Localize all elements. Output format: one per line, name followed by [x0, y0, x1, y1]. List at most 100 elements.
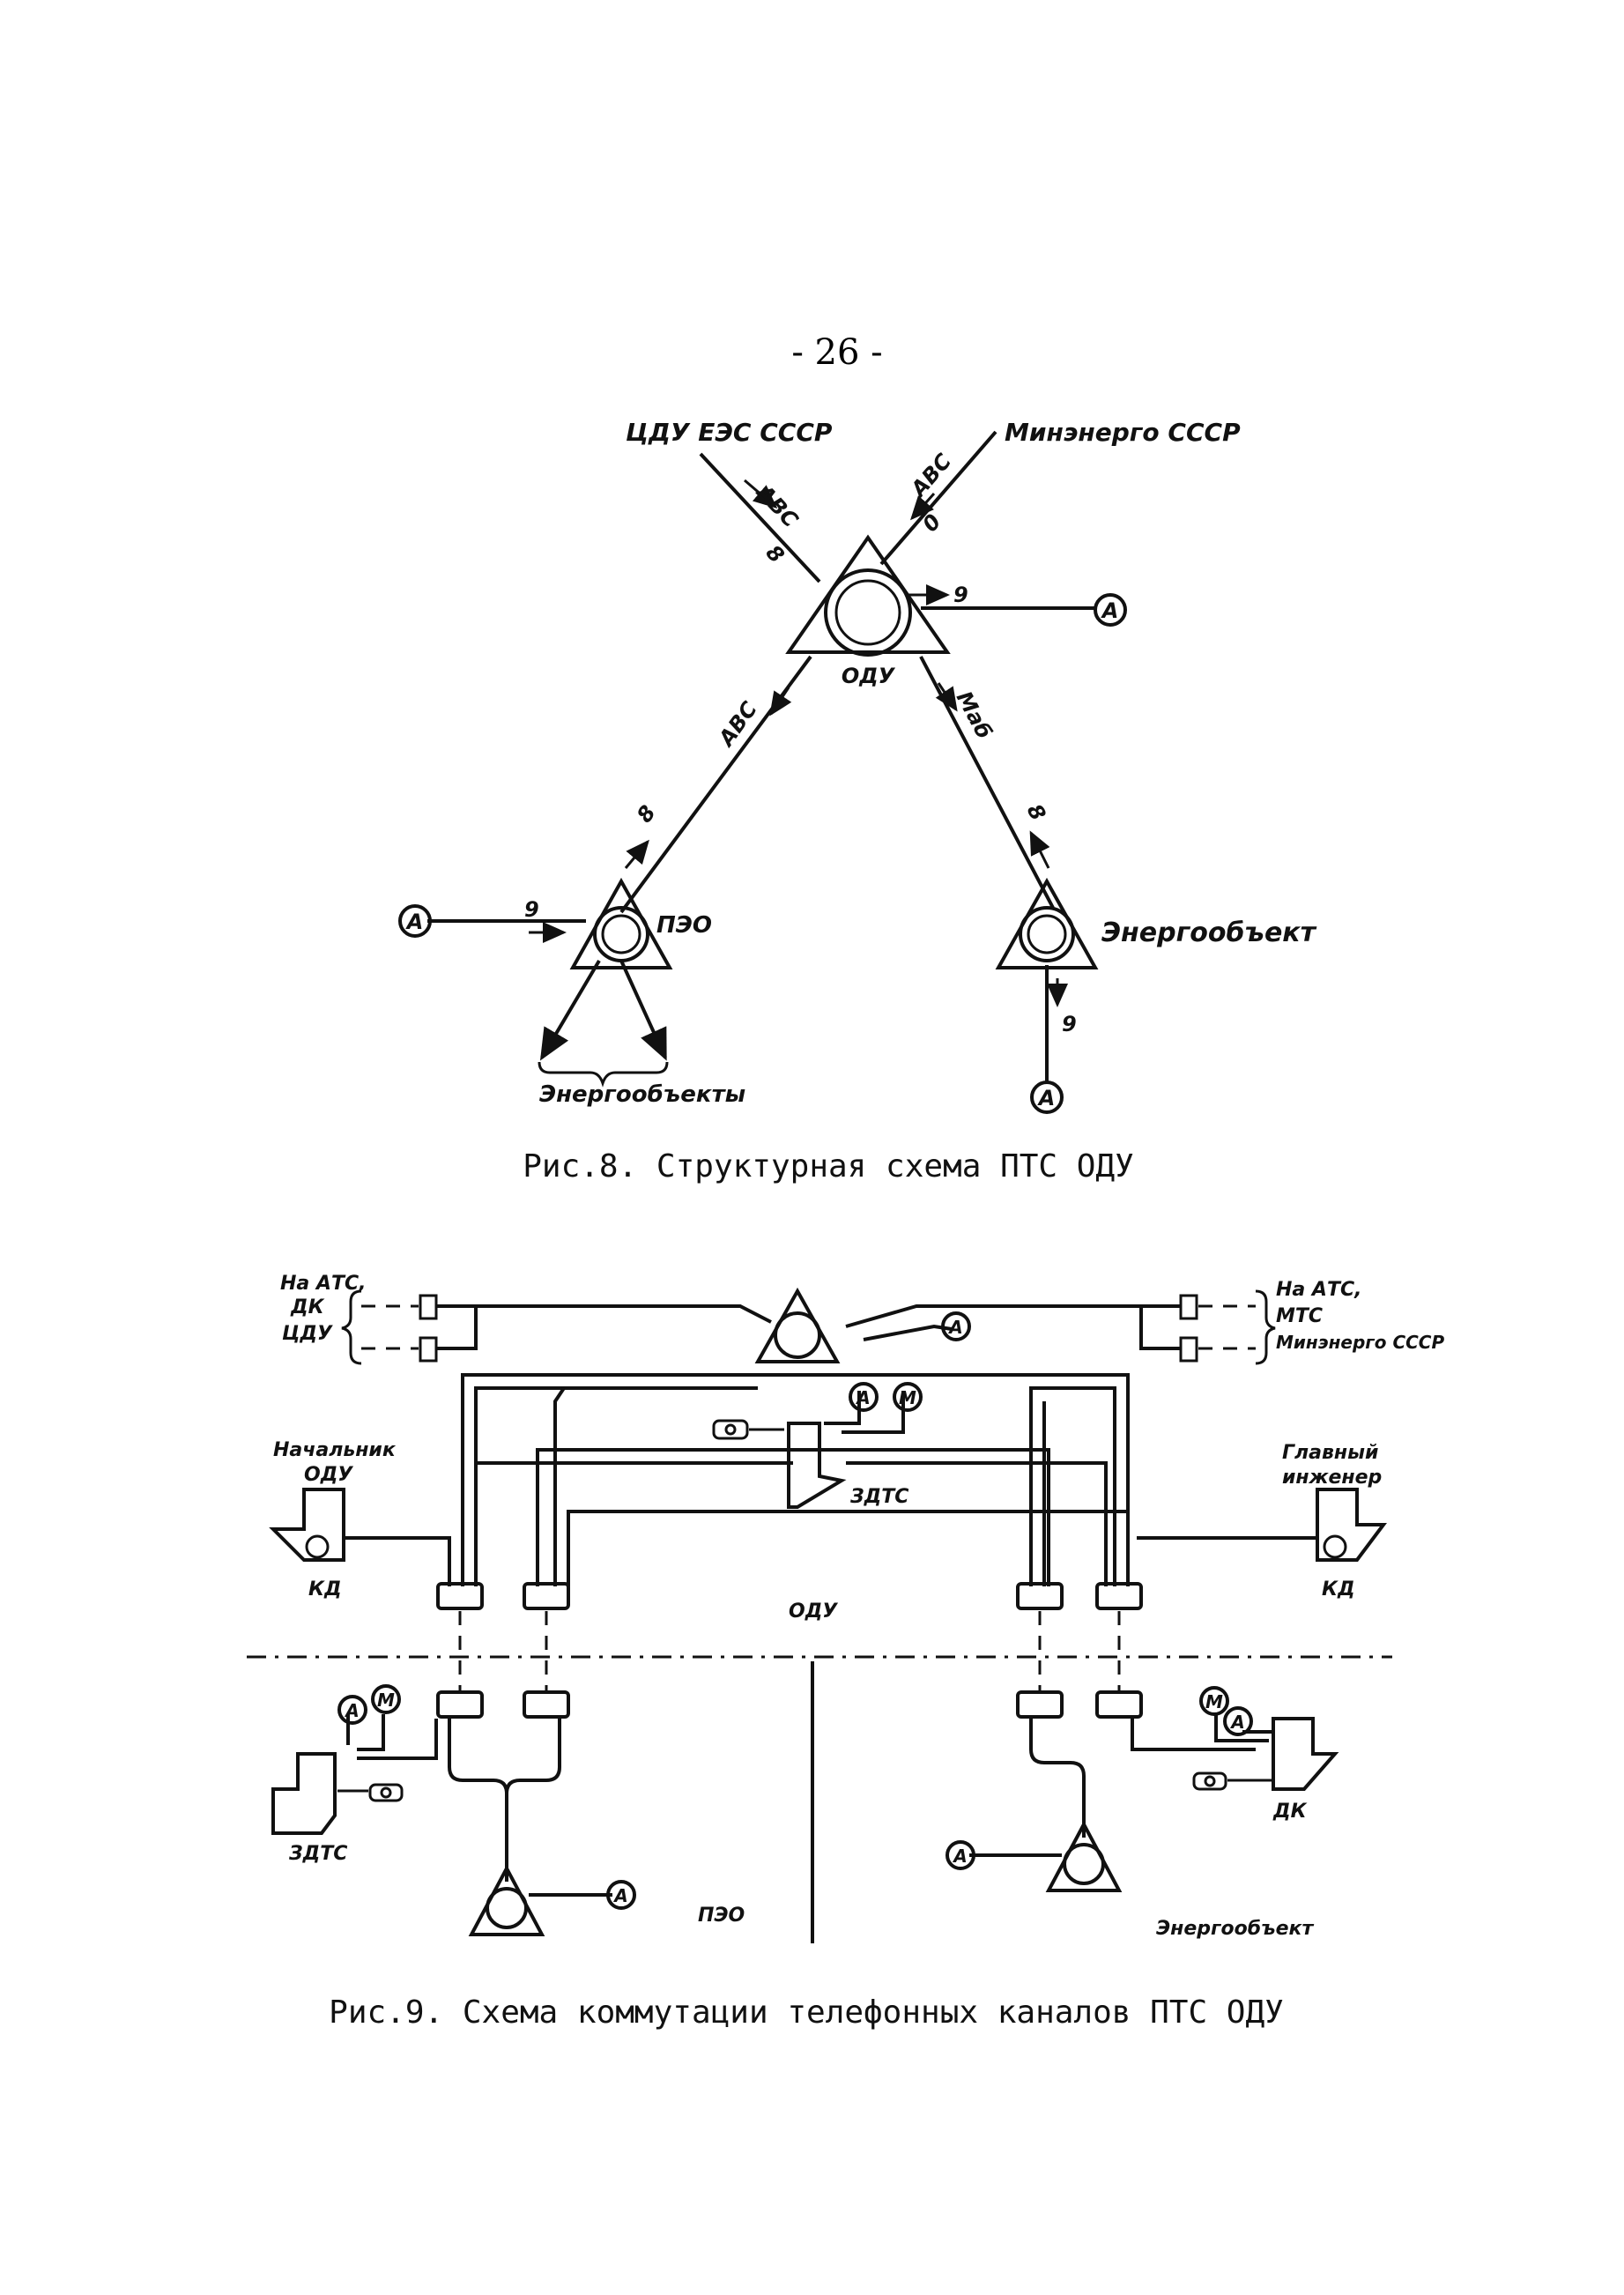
energo-inner-circle	[1027, 914, 1067, 954]
svg-text:А: А	[947, 1317, 962, 1338]
svg-text:А: А	[855, 1387, 870, 1408]
connector	[436, 1690, 484, 1719]
svg-text:А: А	[344, 1700, 359, 1721]
label-engineer-2: инженер	[1282, 1467, 1382, 1489]
label-9-energo: 9	[1062, 1012, 1077, 1036]
connector	[1095, 1582, 1143, 1610]
kd-left-line	[344, 1536, 451, 1586]
odu-triangle	[754, 1287, 841, 1363]
connector	[1016, 1582, 1064, 1610]
label-9-odu: 9	[953, 583, 968, 607]
peo-inner-circle	[601, 914, 641, 954]
brace-left	[341, 1289, 362, 1365]
label-chief-2: ОДУ	[304, 1464, 353, 1486]
a-circle: А	[606, 1880, 636, 1910]
connector	[1016, 1690, 1064, 1719]
label-dk: ДК	[1272, 1801, 1308, 1823]
kd-right-console	[1316, 1488, 1387, 1562]
trunk-odu	[567, 1510, 1130, 1586]
label-9-peo: 9	[524, 897, 539, 922]
m-circle: М	[1199, 1686, 1229, 1716]
a-circle: А	[941, 1311, 971, 1341]
label-cdu: ЦДУ ЕЭС СССР	[626, 418, 833, 447]
arrow-mark	[769, 687, 792, 717]
trunk-zdts	[536, 1448, 1050, 1586]
label-8-peo: 8	[632, 801, 660, 828]
link-energo-2	[619, 960, 667, 1061]
zdts-b-m	[357, 1714, 385, 1751]
energo-trunk	[1029, 1719, 1086, 1838]
svg-text:А: А	[1101, 598, 1119, 623]
zdts-m-line	[842, 1391, 905, 1434]
label-energo: Энергообъект	[1156, 1918, 1314, 1940]
dk-trunk	[1131, 1719, 1256, 1751]
connector	[436, 1582, 484, 1610]
zdts-b-trunk	[357, 1719, 438, 1760]
label-ats-left-1: На АТС,	[280, 1273, 366, 1295]
m-circle: М	[371, 1684, 401, 1714]
trunk-outer-2	[474, 1386, 758, 1586]
energo-circle	[1063, 1843, 1105, 1885]
connector	[523, 1582, 570, 1610]
trunk-outer	[461, 1373, 1130, 1586]
label-abc-peo: АВС	[713, 697, 762, 752]
bus-top-left	[436, 1304, 772, 1324]
jack	[1179, 1294, 1198, 1320]
trunk-zdts-right	[846, 1461, 1108, 1586]
a-circle: А	[1094, 593, 1127, 627]
a-circle: А	[398, 904, 432, 938]
brace-energo	[538, 1061, 669, 1088]
label-0: 0	[917, 509, 945, 537]
zdts-bottom-console	[271, 1752, 337, 1835]
svg-text:М: М	[1205, 1691, 1223, 1712]
figure-9: А А М А М А	[247, 1273, 1444, 2031]
peo-trunk-2	[505, 1719, 561, 1794]
dial-icon	[305, 1534, 330, 1559]
svg-text:М: М	[377, 1690, 395, 1711]
jack	[419, 1294, 438, 1320]
label-ats-right-1: На АТС,	[1276, 1279, 1361, 1301]
connector	[523, 1690, 570, 1719]
kd-left-console	[269, 1488, 345, 1562]
energo-outer-circle	[1019, 906, 1075, 962]
link-energo	[919, 656, 1055, 909]
svg-text:А: А	[405, 910, 424, 934]
label-peo: ПЭО	[698, 1905, 745, 1927]
jack	[1179, 1336, 1198, 1363]
svg-text:А: А	[612, 1885, 627, 1906]
a-circle: А	[849, 1382, 879, 1412]
svg-text:М: М	[899, 1387, 916, 1408]
label-ats-left-3: ЦДУ	[282, 1323, 333, 1345]
label-mab: Маб	[952, 687, 997, 743]
link-energo-1	[539, 959, 601, 1061]
label-zdts-top: ЗДТС	[849, 1486, 908, 1508]
label-zdts-bottom: ЗДТС	[288, 1843, 347, 1865]
label-chief: Начальник	[273, 1439, 397, 1461]
zdts-top-console	[787, 1422, 847, 1509]
svg-text:А: А	[952, 1846, 967, 1867]
peo-circle	[486, 1887, 528, 1929]
label-engineer: Главный	[1282, 1442, 1378, 1464]
label-abc-top-left: АВС	[751, 479, 803, 533]
peo-triangle	[569, 877, 673, 969]
label-kd-right: КД	[1322, 1578, 1355, 1601]
bus-top-right-2	[1139, 1306, 1181, 1350]
label-kd-left: КД	[308, 1578, 342, 1601]
caption-fig9: Рис.9. Схема коммутации телефонных канал…	[329, 1994, 1284, 2031]
trunk-zdts-left	[474, 1461, 793, 1586]
a-circle: А	[1223, 1706, 1253, 1736]
label-ats-right-3: Минэнерго СССР	[1276, 1332, 1444, 1353]
a-circle: А	[945, 1840, 975, 1870]
peo-trunk	[448, 1719, 508, 1882]
a-circle: А	[337, 1695, 367, 1725]
bus-top-left-2	[436, 1306, 478, 1350]
page-number: - 26 -	[791, 332, 882, 373]
label-odu: ОДУ	[789, 1601, 838, 1623]
odu-circle	[774, 1311, 821, 1359]
telephone-icon	[1192, 1771, 1227, 1791]
dk-console	[1272, 1717, 1339, 1791]
label-ats-right-2: МТС	[1276, 1305, 1323, 1327]
label-abc-top-right: АВС	[905, 449, 956, 502]
svg-text:А: А	[1037, 1086, 1056, 1110]
